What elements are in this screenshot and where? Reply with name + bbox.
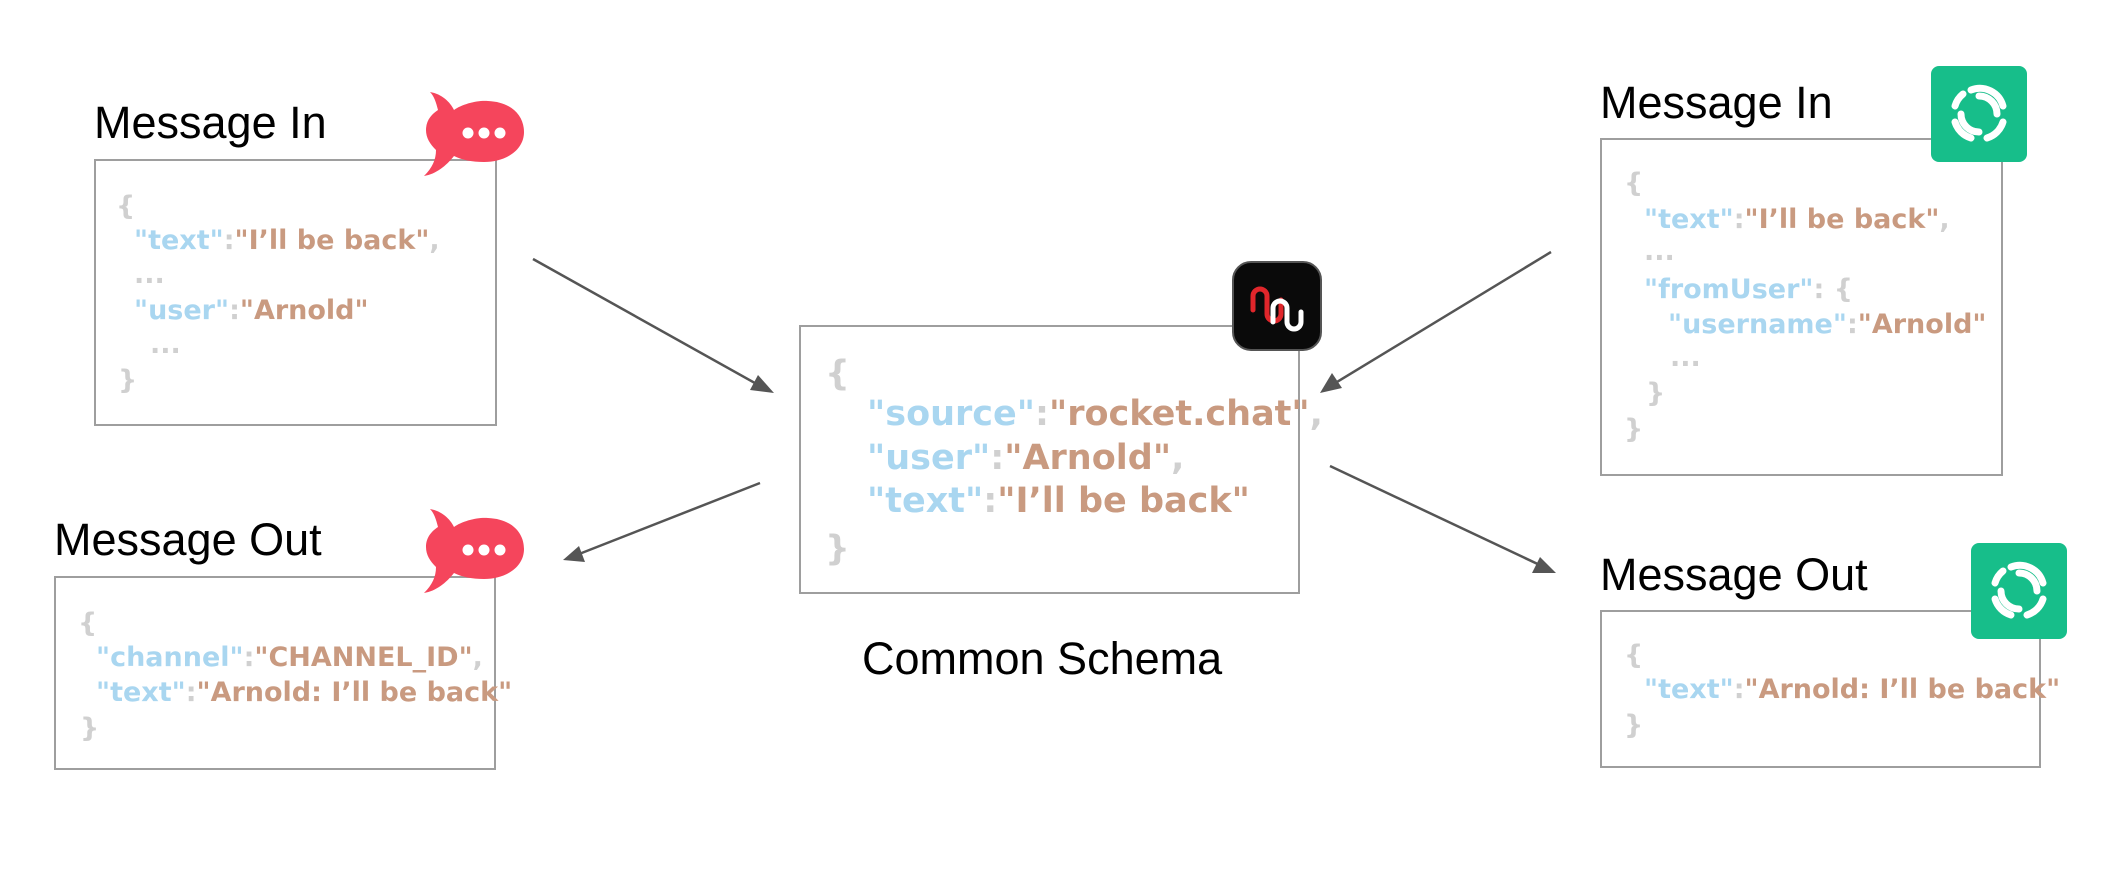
json-colon: : xyxy=(1733,204,1745,235)
left-in-json: { "text":"I’ll be back", ... "user":"Arn… xyxy=(96,161,440,394)
left-in-title: Message In xyxy=(94,97,327,148)
json-key: "source" xyxy=(867,394,1036,434)
json-comma: , xyxy=(429,225,440,256)
element-logo-icon xyxy=(1931,66,2027,162)
json-close-brace-inner: } xyxy=(1646,378,1666,409)
left-out-box: { "channel":"CHANNEL_ID", "text":"Arnold… xyxy=(54,576,512,770)
json-close-brace: } xyxy=(1624,414,1644,445)
json-close-brace: } xyxy=(825,529,850,569)
json-key: "text" xyxy=(1644,674,1734,705)
right-out-json: { "text":"Arnold: I’ll be back" } xyxy=(1602,612,2060,747)
json-comma: , xyxy=(1939,204,1950,235)
json-line-username: "username":"Arnold" xyxy=(1668,311,1986,338)
json-value: "rocket.chat" xyxy=(1049,394,1310,434)
json-colon: : xyxy=(983,481,998,521)
right-in-box: { "text":"I’ll be back", ... "fromUser":… xyxy=(1600,138,2003,476)
json-comma: , xyxy=(472,642,483,673)
json-colon: : xyxy=(990,438,1005,478)
right-out-title: Message Out xyxy=(1600,549,1868,600)
json-value: "I’ll be back" xyxy=(234,225,430,256)
json-open-brace: { xyxy=(78,608,98,639)
common-schema-json: { "source":"rocket.chat", "user":"Arnold… xyxy=(801,327,1323,572)
json-key: "fromUser" xyxy=(1644,274,1814,305)
json-colon: : xyxy=(1846,309,1858,340)
arrowhead-right-in xyxy=(1320,373,1342,393)
json-value: "Arnold" xyxy=(1004,438,1172,478)
json-line-user: "user":"Arnold", xyxy=(867,441,1184,476)
json-value: "Arnold: I’ll be back" xyxy=(1744,674,2061,705)
json-comma: , xyxy=(1309,394,1323,434)
common-schema-box: { "source":"rocket.chat", "user":"Arnold… xyxy=(799,325,1323,594)
json-close-brace: } xyxy=(80,713,100,744)
right-in-json: { "text":"I’ll be back", ... "fromUser":… xyxy=(1602,140,1986,443)
json-colon: : xyxy=(229,295,240,326)
json-open-brace: { xyxy=(825,354,850,394)
json-value: "Arnold" xyxy=(1857,309,1987,340)
json-comma: , xyxy=(1171,438,1185,478)
json-line-text: "text":"Arnold: I’ll be back" xyxy=(96,679,512,706)
json-colon: : xyxy=(1733,674,1745,705)
json-line-text: "text":"I’ll be back" xyxy=(867,484,1250,519)
json-key: "username" xyxy=(1668,309,1847,340)
json-key: "user" xyxy=(867,438,991,478)
json-ellipsis: ... xyxy=(1670,342,1701,373)
json-line-fromuser: "fromUser": { xyxy=(1644,276,1853,303)
arrow-right-in-to-center xyxy=(1331,250,1552,387)
json-colon: : xyxy=(1035,394,1050,434)
json-line-text: "text":"Arnold: I’ll be back" xyxy=(1644,676,2060,703)
right-out-box: { "text":"Arnold: I’ll be back" } xyxy=(1600,610,2060,768)
json-line-text: "text":"I’ll be back", xyxy=(134,227,440,254)
json-line-text: "text":"I’ll be back", xyxy=(1644,206,1950,233)
json-key: "text" xyxy=(134,225,224,256)
arrow-center-to-right-out xyxy=(1329,464,1545,569)
json-ellipsis: ... xyxy=(1644,236,1675,267)
arrow-center-to-left-out xyxy=(573,481,761,558)
json-key: "text" xyxy=(96,677,186,708)
json-value: "Arnold" xyxy=(239,295,369,326)
json-ellipsis: ... xyxy=(150,329,181,360)
json-ellipsis: ... xyxy=(134,259,165,290)
json-value: "Arnold: I’ll be back" xyxy=(196,677,513,708)
left-in-box: { "text":"I’ll be back", ... "user":"Arn… xyxy=(94,159,497,426)
arrowhead-left-in xyxy=(750,375,774,393)
json-open-brace: { xyxy=(1624,640,1644,671)
rocketchat-logo-icon xyxy=(420,88,526,180)
json-key: "user" xyxy=(134,295,230,326)
json-line-source: "source":"rocket.chat", xyxy=(867,397,1323,432)
json-key: "text" xyxy=(1644,204,1734,235)
json-key: "text" xyxy=(867,481,984,521)
json-value: "I’ll be back" xyxy=(997,481,1250,521)
arrow-left-in-to-center xyxy=(532,257,763,389)
json-colon: : { xyxy=(1813,274,1853,305)
json-open-brace: { xyxy=(116,191,136,222)
left-out-title: Message Out xyxy=(54,514,322,565)
json-value: "CHANNEL_ID" xyxy=(254,642,473,673)
common-schema-caption: Common Schema xyxy=(862,633,1223,684)
json-line-channel: "channel":"CHANNEL_ID", xyxy=(96,644,483,671)
right-in-title: Message In xyxy=(1600,77,1833,128)
json-close-brace: } xyxy=(1624,710,1644,741)
arrowhead-left-out xyxy=(563,546,585,562)
rocketchat-logo-icon xyxy=(420,505,526,597)
json-value: "I’ll be back" xyxy=(1744,204,1940,235)
integration-hub-icon xyxy=(1231,260,1323,352)
arrowhead-right-out xyxy=(1532,557,1556,573)
json-colon: : xyxy=(243,642,255,673)
json-open-brace: { xyxy=(1624,168,1644,199)
json-line-user: "user":"Arnold" xyxy=(134,297,369,324)
json-colon: : xyxy=(223,225,235,256)
element-logo-icon xyxy=(1971,543,2067,639)
json-key: "channel" xyxy=(96,642,244,673)
json-close-brace: } xyxy=(118,365,138,396)
json-colon: : xyxy=(185,677,197,708)
left-out-json: { "channel":"CHANNEL_ID", "text":"Arnold… xyxy=(56,578,512,742)
